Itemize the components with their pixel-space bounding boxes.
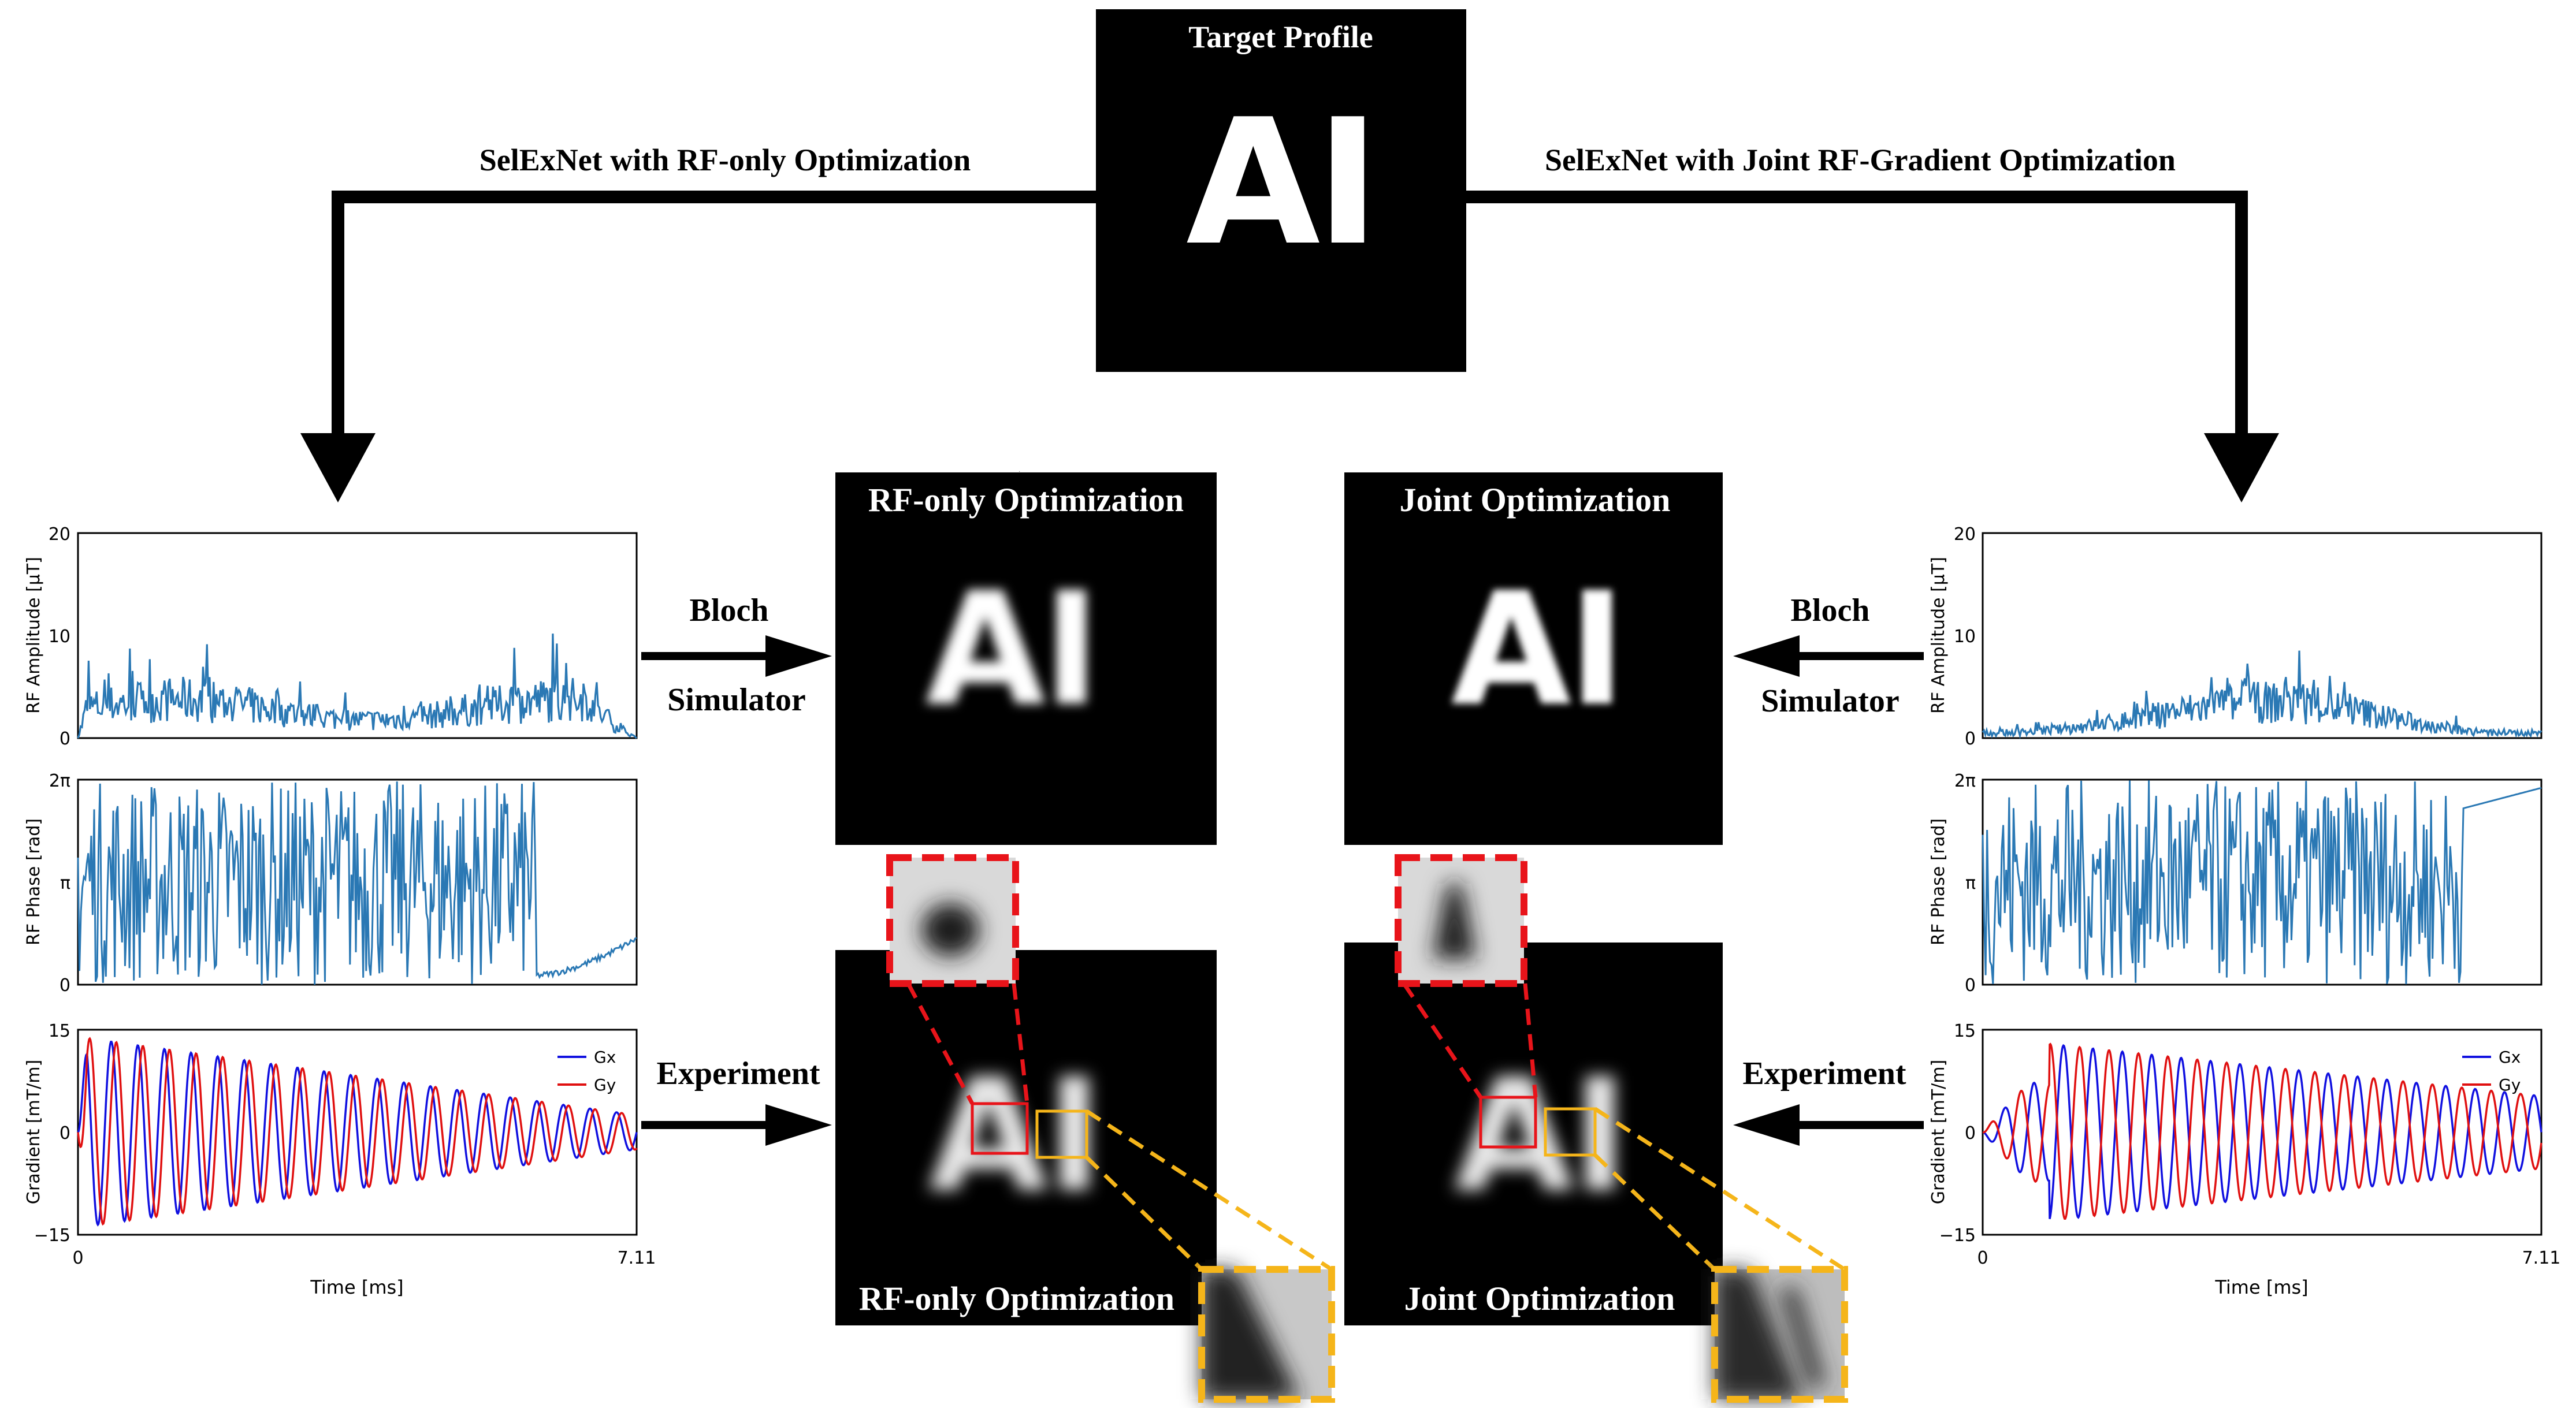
rf-only-yellow-zoom: [1085, 1109, 1335, 1403]
joint-simulation-title: Joint Optimization: [1400, 481, 1671, 519]
left-legend-gy: Gy: [594, 1075, 616, 1094]
left-amplitude-axes: [77, 532, 638, 739]
right-x-tick-0: 0: [1977, 1248, 1988, 1268]
joint-yellow-zoom: [1593, 1107, 1848, 1403]
right-phase-tick-2pi: 2π: [1954, 771, 1976, 791]
right-grad-tick-15: 15: [1954, 1021, 1976, 1041]
left-phase-tick-2pi: 2π: [49, 771, 70, 791]
arrows: [641, 635, 1924, 1146]
experiment-right-arrowhead: [1733, 1104, 1800, 1146]
target-profile-title: Target Profile: [1188, 20, 1373, 54]
left-grad-tick-15: 15: [49, 1021, 70, 1041]
rf-only-simulation-image: AI: [925, 558, 1096, 740]
right-branch-label: SelExNet with Joint RF-Gradient Optimiza…: [1545, 143, 2176, 177]
svg-text:·: ·: [1018, 469, 1020, 475]
right-legend: Gx Gy: [2462, 1048, 2521, 1094]
right-amplitude-ylabel: RF Amplitude [μT]: [1928, 557, 1949, 714]
joint-experiment-panel: AI Joint Optimization: [1344, 943, 1723, 1325]
left-down-arrowhead: [300, 433, 376, 502]
right-waveform-plots: RF Amplitude [μT] 20 10 0 RF Phase [rad]…: [1928, 524, 2560, 1298]
joint-experiment-image: AI: [1454, 1045, 1625, 1227]
joint-experiment-title: Joint Optimization: [1404, 1280, 1675, 1317]
left-phase-ylabel: RF Phase [rad]: [24, 818, 44, 945]
branch-connectors: [332, 191, 2248, 453]
right-amp-tick-0: 0: [1965, 729, 1976, 749]
right-simulator-label: Simulator: [1761, 683, 1900, 719]
left-bloch-label: Bloch: [690, 593, 769, 628]
joint-yellow-roi: [1544, 1107, 1597, 1157]
left-rf-phase-trace: [77, 781, 637, 985]
right-phase-ylabel: RF Phase [rad]: [1928, 818, 1949, 945]
right-phase-tick-pi: π: [1965, 873, 1976, 893]
right-phase-tick-0: 0: [1965, 975, 1976, 996]
rf-only-red-zoom: [886, 854, 1029, 1105]
left-phase-tick-pi: π: [60, 873, 70, 893]
right-amp-tick-20: 20: [1954, 524, 1976, 545]
left-branch-label: SelExNet with RF-only Optimization: [479, 143, 971, 177]
left-xlabel: Time [ms]: [310, 1276, 403, 1298]
rf-only-simulation-panel: RF-only Optimization AI: [835, 472, 1217, 845]
rf-only-experiment-image: AI: [928, 1045, 1099, 1227]
left-phase-tick-0: 0: [60, 975, 70, 996]
left-experiment-label: Experiment: [656, 1056, 820, 1092]
left-gy-trace: [77, 1037, 638, 1226]
joint-simulation-panel: Joint Optimization AI: [1344, 472, 1723, 845]
right-rf-phase-trace: [1982, 780, 2542, 985]
right-x-tick-max: 7.11: [2522, 1248, 2561, 1268]
right-legend-gx: Gx: [2499, 1048, 2521, 1067]
bloch-right-arrowhead: [1733, 635, 1800, 677]
left-x-tick-max: 7.11: [618, 1248, 656, 1268]
left-x-tick-0: 0: [72, 1248, 83, 1268]
left-simulator-label: Simulator: [667, 682, 806, 718]
rf-only-simulation-title: RF-only Optimization: [868, 481, 1184, 519]
left-waveform-plots: RF Amplitude [μT] 20 10 0 RF Phase [rad]…: [24, 524, 656, 1298]
joint-red-zoom: [1395, 854, 1538, 1098]
left-rf-amplitude-trace: [77, 634, 638, 739]
left-grad-tick-0: 0: [60, 1123, 70, 1143]
left-grad-tick-neg15: −15: [34, 1226, 70, 1246]
right-bloch-label: Bloch: [1791, 593, 1870, 628]
right-gx-trace: [1982, 1044, 2542, 1219]
right-gradient-ylabel: Gradient [mT/m]: [1928, 1060, 1949, 1204]
right-experiment-label: Experiment: [1742, 1056, 1906, 1092]
left-legend-gx: Gx: [594, 1048, 616, 1067]
right-amp-tick-10: 10: [1954, 627, 1976, 647]
right-xlabel: Time [ms]: [2214, 1276, 2308, 1298]
left-amp-tick-0: 0: [60, 729, 70, 749]
left-amp-tick-10: 10: [49, 627, 70, 647]
experiment-left-arrowhead: [765, 1104, 832, 1146]
bloch-left-arrowhead: [765, 635, 832, 677]
left-amplitude-ylabel: RF Amplitude [μT]: [24, 557, 44, 714]
right-legend-gy: Gy: [2499, 1075, 2521, 1094]
right-amplitude-axes: [1982, 532, 2542, 739]
rf-only-yellow-roi: [1035, 1109, 1088, 1159]
right-grad-tick-0: 0: [1965, 1123, 1976, 1143]
target-profile-panel: Target Profile AI: [1096, 9, 1466, 372]
joint-simulation-image: AI: [1451, 558, 1622, 740]
left-legend: Gx Gy: [557, 1048, 616, 1094]
left-gx-trace: [77, 1041, 638, 1227]
joint-red-roi: [1479, 1096, 1537, 1149]
right-grad-tick-neg15: −15: [1939, 1226, 1976, 1246]
left-amp-tick-20: 20: [49, 524, 70, 545]
right-down-arrowhead: [2204, 433, 2279, 502]
target-profile-image-text: AI: [1186, 82, 1376, 284]
right-gy-trace: [1982, 1042, 2542, 1220]
right-rf-amplitude-trace: [1982, 650, 2542, 740]
rf-only-experiment-title: RF-only Optimization: [859, 1280, 1174, 1317]
rf-only-experiment-panel: AI RF-only Optimization: [835, 950, 1217, 1325]
left-gradient-ylabel: Gradient [mT/m]: [24, 1060, 44, 1204]
rf-only-red-roi: [971, 1102, 1029, 1155]
